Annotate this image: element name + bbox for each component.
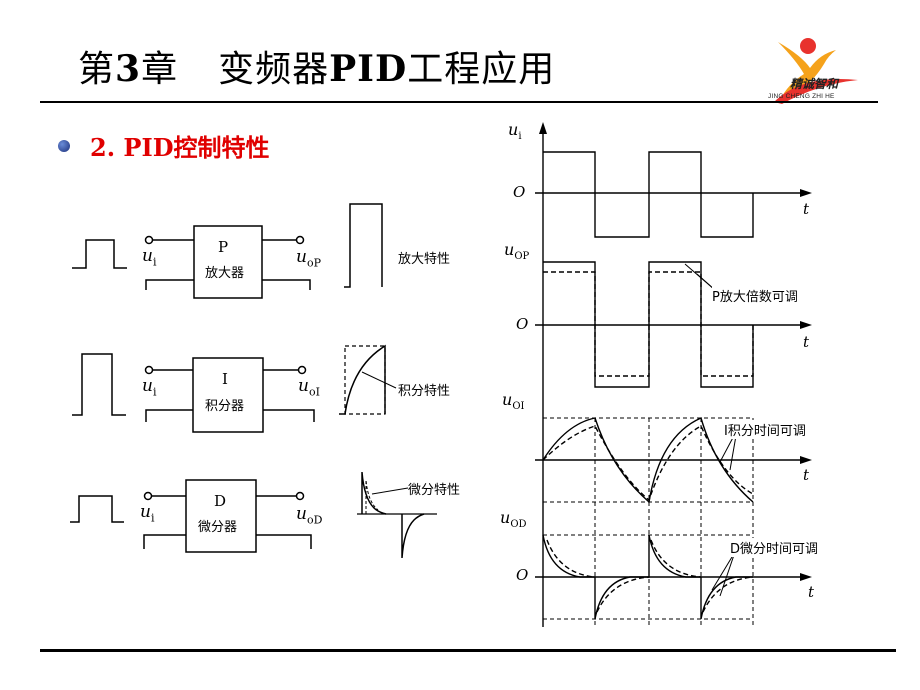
title-rest: 工程应用 bbox=[407, 49, 556, 90]
uop-t-label: t bbox=[803, 333, 810, 351]
p-output-terminal-icon bbox=[295, 235, 305, 245]
i-input-label: ui bbox=[142, 376, 157, 399]
heading-rest: 控制特性 bbox=[173, 134, 270, 162]
top-divider bbox=[40, 101, 878, 103]
i-block-row bbox=[72, 344, 397, 433]
logo-text: 精诚智和 bbox=[790, 77, 839, 91]
d-output-terminal-icon bbox=[295, 491, 305, 501]
uod-origin-label: O bbox=[516, 566, 529, 584]
section-heading: 2. PID控制特性 bbox=[90, 128, 270, 163]
i-block-name: 积分器 bbox=[205, 399, 245, 414]
heading-num: 2. bbox=[90, 133, 116, 162]
heading-bold: PID bbox=[123, 133, 174, 162]
i-char-curve bbox=[339, 344, 386, 415]
uop-axis-label: uOP bbox=[504, 240, 530, 263]
p-output-label: uoP bbox=[296, 247, 321, 270]
uoi-axis-label: uOI bbox=[502, 390, 525, 413]
uod-curve-solid bbox=[542, 534, 753, 620]
waveform-panel bbox=[535, 122, 812, 627]
uop-note: P放大倍数可调 bbox=[712, 286, 798, 305]
title-bold: PID bbox=[329, 48, 408, 90]
bullet-icon bbox=[58, 140, 70, 152]
p-input-label: ui bbox=[142, 246, 157, 269]
uoi-curve-dashed bbox=[542, 425, 754, 502]
i-input-pulse bbox=[72, 353, 126, 416]
d-differentiator-box bbox=[185, 479, 257, 553]
p-block-letter: P bbox=[218, 238, 229, 256]
i-integrator-box bbox=[192, 357, 264, 433]
title-prefix: 第 bbox=[78, 49, 116, 90]
uod-curve-dashed bbox=[546, 539, 754, 613]
uop-origin-label: O bbox=[516, 315, 529, 333]
p-char-label: 放大特性 bbox=[398, 252, 451, 267]
title-chapter: 章 bbox=[141, 49, 179, 90]
i-block-letter: I bbox=[222, 370, 228, 388]
ui-origin-label: O bbox=[513, 183, 526, 201]
p-block-row bbox=[72, 203, 383, 299]
d-output-label: uoD bbox=[296, 504, 323, 527]
d-char-label: 微分特性 bbox=[408, 483, 461, 498]
uod-axis-label: uOD bbox=[500, 508, 527, 531]
i-input-terminal-icon bbox=[144, 365, 154, 375]
d-char-spike-down bbox=[401, 513, 425, 559]
d-block-row bbox=[70, 471, 437, 559]
p-input-terminal-icon bbox=[144, 235, 154, 245]
ui-square-wave bbox=[543, 151, 754, 238]
ui-t-label: t bbox=[803, 200, 810, 218]
d-block-letter: D bbox=[214, 492, 227, 510]
i-output-terminal-icon bbox=[297, 365, 307, 375]
uoi-t-label: t bbox=[803, 466, 810, 484]
slide-title: 第3章变频器PID工程应用 bbox=[78, 40, 555, 92]
title-main: 变频器 bbox=[218, 49, 330, 90]
uoi-note: I积分时间可调 bbox=[724, 420, 806, 439]
d-input-label: ui bbox=[140, 502, 155, 525]
p-block-name: 放大器 bbox=[205, 266, 245, 281]
i-output-label: uoI bbox=[298, 376, 320, 399]
uod-t-label: t bbox=[808, 583, 815, 601]
d-char-spike-up bbox=[361, 471, 387, 515]
title-num: 3 bbox=[115, 48, 142, 90]
p-output-pulse bbox=[344, 203, 383, 288]
uod-note: D微分时间可调 bbox=[730, 538, 819, 557]
ui-axis-label: ui bbox=[508, 120, 522, 143]
d-block-name: 微分器 bbox=[198, 520, 238, 535]
d-input-terminal-icon bbox=[143, 491, 153, 501]
uop-wave-dashed bbox=[543, 271, 754, 377]
bottom-divider bbox=[40, 649, 896, 652]
p-amplifier-box bbox=[193, 225, 263, 299]
d-input-pulse bbox=[70, 495, 124, 523]
logo-subtitle: JING CHENG ZHI HE bbox=[768, 93, 835, 100]
i-char-label: 积分特性 bbox=[398, 384, 451, 399]
p-input-pulse bbox=[72, 239, 127, 269]
